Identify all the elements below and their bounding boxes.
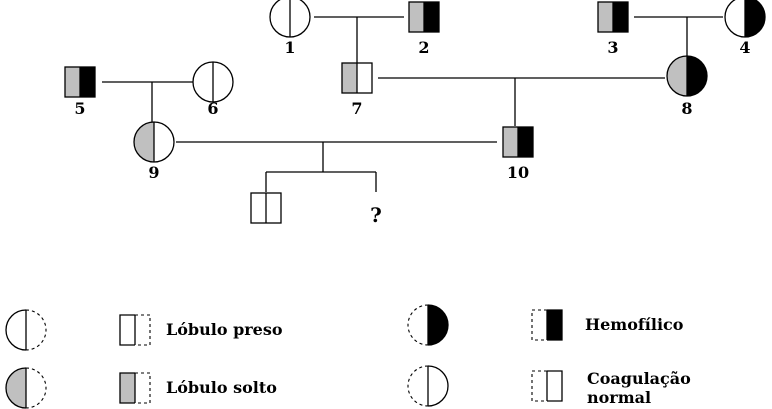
outline-solid (119, 372, 135, 404)
individual-1 (269, 0, 311, 38)
outline-dashed (407, 365, 429, 407)
right-half (26, 368, 46, 408)
outline-solid (547, 370, 563, 402)
right-half (135, 373, 150, 403)
pedigree-labels: 1 2 3 4 5 6 7 8 9 10 ? (74, 38, 750, 227)
legend-label-lobulo-solto: Lóbulo solto (166, 378, 277, 397)
outline-solid (427, 304, 449, 346)
legend-label-coagulacao: Coagulação (587, 369, 691, 388)
legend-symbol-4 (531, 309, 563, 341)
legend-label-lobulo-preso: Lóbulo preso (166, 320, 283, 339)
label-9: 9 (148, 163, 159, 182)
pedigree-lines (102, 16, 723, 192)
left-half (65, 67, 80, 97)
label-10: 10 (507, 163, 529, 182)
legend (5, 304, 563, 409)
left-half (408, 366, 428, 406)
left-half (503, 127, 518, 157)
left-half (270, 0, 290, 37)
left-half (408, 305, 428, 345)
legend-symbol-5 (5, 367, 47, 409)
label-5: 5 (74, 99, 85, 118)
left-half (6, 310, 26, 350)
legend-symbol-6 (119, 372, 151, 404)
left-half (342, 63, 357, 93)
individual-5 (64, 66, 96, 98)
outline-dashed (135, 372, 151, 404)
right-half (357, 63, 372, 93)
outline-dashed (407, 304, 429, 346)
outline-dashed (531, 370, 547, 402)
right-half (428, 305, 448, 345)
right-half (290, 0, 310, 37)
legend-symbol-7 (407, 365, 449, 407)
outline-solid (5, 367, 27, 409)
right-half (26, 310, 46, 350)
individual-7 (341, 62, 373, 94)
legend-symbol-1 (5, 309, 47, 351)
left-half (532, 310, 547, 340)
outline-solid (119, 314, 135, 346)
legend-labels: Lóbulo preso Hemofílico Lóbulo solto Coa… (166, 315, 691, 407)
individual-9 (133, 121, 175, 163)
right-half (687, 56, 707, 96)
right-half (213, 62, 233, 102)
right-half (424, 2, 439, 32)
right-half (613, 2, 628, 32)
individual-6 (192, 61, 234, 103)
left-half (667, 56, 687, 96)
right-half (428, 366, 448, 406)
left-half (134, 122, 154, 162)
legend-symbol-8 (531, 370, 563, 402)
right-half (547, 310, 562, 340)
label-8: 8 (681, 99, 692, 118)
label-2: 2 (418, 38, 429, 57)
label-3: 3 (607, 38, 618, 57)
legend-symbol-2 (119, 314, 151, 346)
outline-dashed (25, 367, 47, 409)
individual-10 (502, 126, 534, 158)
left-half (725, 0, 745, 37)
right-half (266, 193, 281, 223)
left-half (120, 373, 135, 403)
left-half (409, 2, 424, 32)
right-half (518, 127, 533, 157)
label-1: 1 (284, 38, 295, 57)
right-half (135, 315, 150, 345)
legend-symbol-3 (407, 304, 449, 346)
right-half (745, 0, 765, 37)
right-half (547, 371, 562, 401)
label-7: 7 (351, 99, 362, 118)
left-half (193, 62, 213, 102)
left-half (120, 315, 135, 345)
individual-4 (724, 0, 766, 38)
individual-3 (597, 1, 629, 33)
right-half (154, 122, 174, 162)
outline-dashed (135, 314, 151, 346)
legend-label-hemofilico: Hemofílico (585, 315, 684, 334)
unknown-child-question-mark: ? (370, 203, 382, 227)
individual-11 (250, 192, 282, 224)
left-half (6, 368, 26, 408)
pedigree-symbols (64, 0, 766, 224)
right-half (80, 67, 95, 97)
outline-solid (547, 309, 563, 341)
left-half (598, 2, 613, 32)
outline-dashed (25, 309, 47, 351)
left-half (251, 193, 266, 223)
label-6: 6 (207, 99, 218, 118)
outline-solid (427, 365, 449, 407)
legend-label-normal: normal (587, 388, 651, 407)
left-half (532, 371, 547, 401)
individual-8 (666, 55, 708, 97)
outline-solid (5, 309, 27, 351)
individual-2 (408, 1, 440, 33)
outline-dashed (531, 309, 547, 341)
label-4: 4 (739, 38, 750, 57)
